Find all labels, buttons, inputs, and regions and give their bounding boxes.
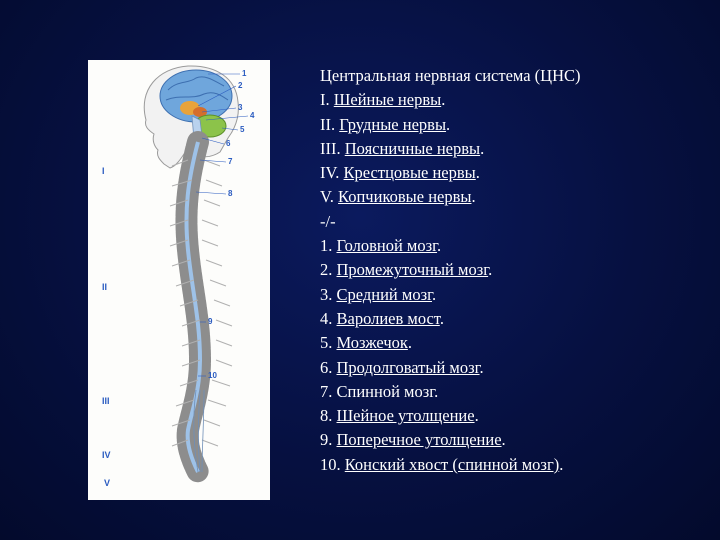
nerve-item-link[interactable]: Грудные нервы	[339, 115, 446, 134]
part-item-period: .	[559, 455, 563, 474]
part-item-number: 1.	[320, 236, 332, 255]
part-item-period: .	[408, 333, 412, 352]
part-item: 2. Промежуточный мозг.	[320, 258, 710, 282]
part-item: 8. Шейное утолщение.	[320, 404, 710, 428]
part-item: 10. Конский хвост (спинной мозг).	[320, 453, 710, 477]
part-item-period: .	[480, 358, 484, 377]
caption-separator: -/-	[320, 210, 710, 234]
part-label-8: 8	[228, 189, 233, 198]
part-item-link: Спинной мозг.	[337, 382, 439, 401]
nerve-item-period: .	[441, 90, 445, 109]
caption-text-block: Центральная нервная система (ЦНС) I. Шей…	[320, 64, 710, 477]
nerve-item-number: IV.	[320, 163, 339, 182]
part-item: 9. Поперечное утолщение.	[320, 428, 710, 452]
part-item-number: 6.	[320, 358, 332, 377]
part-item-number: 8.	[320, 406, 332, 425]
part-item-number: 2.	[320, 260, 332, 279]
part-item-number: 10.	[320, 455, 341, 474]
nerve-item: V. Копчиковые нервы.	[320, 185, 710, 209]
region-label-III: III	[102, 396, 110, 406]
part-item: 3. Средний мозг.	[320, 283, 710, 307]
anatomy-svg: I II III IV V 1 2 3 4 5 6 7 8 9 10	[88, 60, 270, 500]
brain-parts-list: 1. Головной мозг.2. Промежуточный мозг.3…	[320, 234, 710, 477]
nerve-item: IV. Крестцовые нервы.	[320, 161, 710, 185]
part-label-3: 3	[238, 103, 243, 112]
region-label-V: V	[104, 478, 110, 488]
region-label-I: I	[102, 166, 105, 176]
part-label-5: 5	[240, 125, 245, 134]
part-item: 6. Продолговатый мозг.	[320, 356, 710, 380]
region-label-IV: IV	[102, 450, 111, 460]
nerve-item: III. Поясничные нервы.	[320, 137, 710, 161]
part-item-period: .	[432, 285, 436, 304]
part-item-link[interactable]: Головной мозг	[337, 236, 438, 255]
nerve-item-period: .	[446, 115, 450, 134]
part-item-number: 7.	[320, 382, 332, 401]
region-label-II: II	[102, 282, 107, 292]
part-item-period: .	[488, 260, 492, 279]
nerves-list: I. Шейные нервы.II. Грудные нервы.III. П…	[320, 88, 710, 209]
part-item-number: 3.	[320, 285, 332, 304]
part-item-link[interactable]: Шейное утолщение	[337, 406, 475, 425]
part-item: 4. Варолиев мост.	[320, 307, 710, 331]
caption-title: Центральная нервная система (ЦНС)	[320, 64, 710, 88]
part-item: 5. Мозжечок.	[320, 331, 710, 355]
part-item-period: .	[437, 236, 441, 255]
part-item-link[interactable]: Промежуточный мозг	[337, 260, 489, 279]
nerve-item-number: III.	[320, 139, 341, 158]
part-item-period: .	[440, 309, 444, 328]
part-item-number: 5.	[320, 333, 332, 352]
part-label-10: 10	[208, 371, 217, 380]
part-label-9: 9	[208, 317, 213, 326]
nerve-item-link[interactable]: Копчиковые нервы	[338, 187, 471, 206]
nerve-item-link[interactable]: Шейные нервы	[334, 90, 441, 109]
part-item-period: .	[475, 406, 479, 425]
part-label-6: 6	[226, 139, 231, 148]
nerve-item: II. Грудные нервы.	[320, 113, 710, 137]
part-label-2: 2	[238, 81, 243, 90]
nerve-item-link[interactable]: Поясничные нервы	[345, 139, 480, 158]
nerve-item-link[interactable]: Крестцовые нервы	[344, 163, 476, 182]
nerve-item-number: V.	[320, 187, 334, 206]
part-item-link[interactable]: Продолговатый мозг	[337, 358, 480, 377]
part-label-1: 1	[242, 69, 247, 78]
nerve-item-period: .	[476, 163, 480, 182]
part-item-link[interactable]: Конский хвост (спинной мозг)	[345, 455, 559, 474]
part-item: 1. Головной мозг.	[320, 234, 710, 258]
spinal-cord-illustration: I II III IV V 1 2 3 4 5 6 7 8 9 10	[88, 60, 270, 500]
nerve-item-number: II.	[320, 115, 335, 134]
part-item-link[interactable]: Мозжечок	[337, 333, 408, 352]
nerve-item-number: I.	[320, 90, 330, 109]
part-item-link[interactable]: Средний мозг	[337, 285, 433, 304]
part-item-link[interactable]: Поперечное утолщение	[337, 430, 502, 449]
nerve-item-period: .	[480, 139, 484, 158]
nerve-item-period: .	[471, 187, 475, 206]
part-item-link[interactable]: Варолиев мост	[337, 309, 440, 328]
part-item-number: 4.	[320, 309, 332, 328]
part-label-7: 7	[228, 157, 233, 166]
part-item-number: 9.	[320, 430, 332, 449]
part-label-4: 4	[250, 111, 255, 120]
nerve-item: I. Шейные нервы.	[320, 88, 710, 112]
part-item: 7. Спинной мозг.	[320, 380, 710, 404]
part-item-period: .	[502, 430, 506, 449]
